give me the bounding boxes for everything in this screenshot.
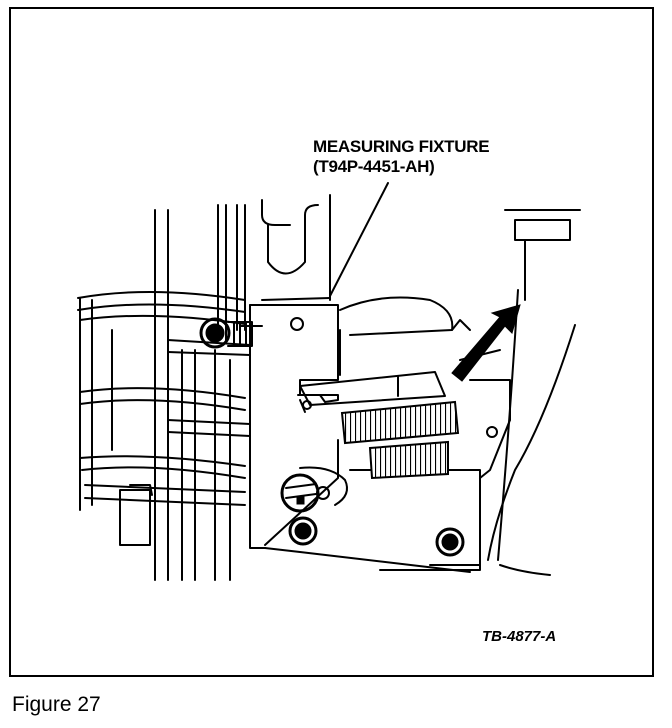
figure-frame [9,7,654,677]
reference-code: TB-4877-A [482,628,557,645]
vertical-rails [154,204,246,581]
measuring-fixture-label: MEASURING FIXTURE (T94P-4451-AH) [313,137,490,177]
upper-shaft [261,194,331,301]
measuring-fixture-plate [239,297,339,549]
adjuster-screw [280,466,348,546]
fixture-name: MEASURING FIXTURE [313,137,490,156]
fixture-bolt [199,317,253,349]
direction-arrow-icon [451,304,521,382]
gear-teeth [340,400,460,480]
housing-ribs [77,290,246,511]
label-leader-line [329,182,389,297]
measuring-arm [299,371,446,413]
figure-caption: Figure 27 [12,693,101,716]
fixture-part-number: (T94P-4451-AH) [313,157,435,176]
locating-pin [435,527,465,557]
